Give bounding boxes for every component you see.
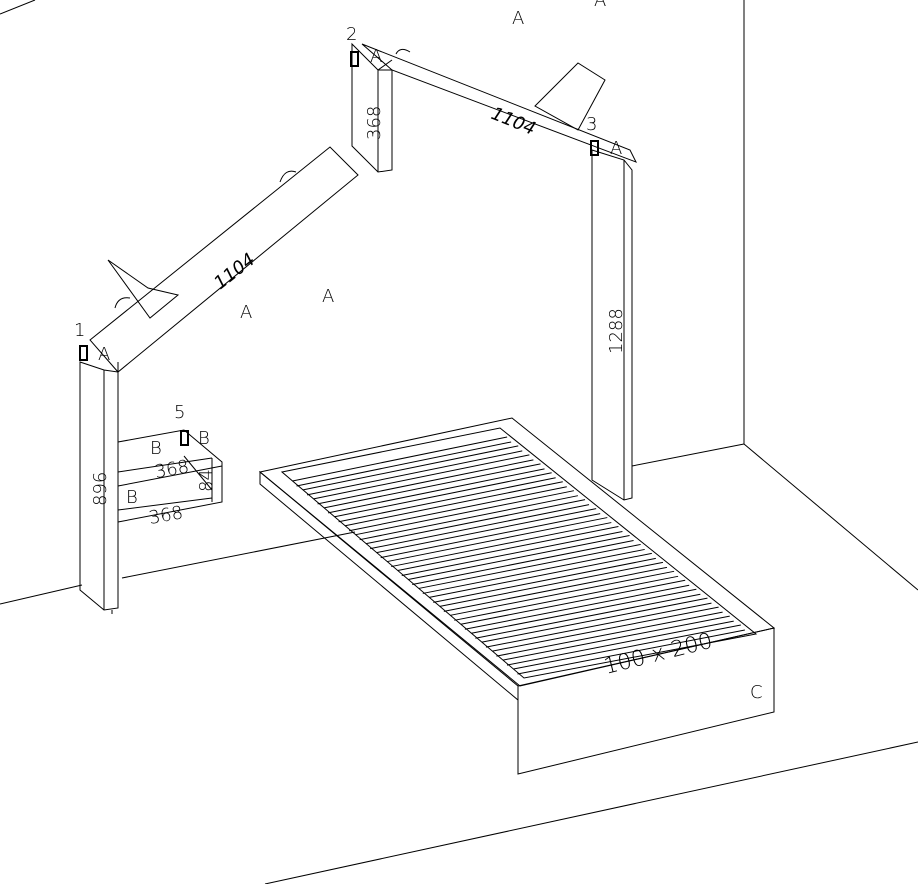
bed-slat-edge: [306, 450, 523, 496]
bed-slat-edge: [439, 561, 664, 607]
bed-slat-edge: [355, 490, 575, 536]
label-a: A: [240, 302, 252, 323]
bed-slat-edge: [517, 629, 745, 675]
connector-3: [590, 140, 599, 156]
bed-slat-edge: [380, 513, 601, 559]
label-a: A: [370, 46, 382, 67]
bed-slat-edge: [496, 611, 723, 657]
bed-slat-edge: [481, 597, 708, 643]
part-number-5: 5: [174, 402, 185, 423]
bed-slat-edge: [443, 566, 668, 612]
bed-slats: [292, 436, 745, 675]
bed-slat-edge: [359, 495, 579, 541]
bed-slat-edge: [292, 436, 508, 482]
bed-slat-edge: [492, 606, 719, 652]
bed-slat-edge: [302, 445, 519, 491]
bed-slat-edge: [345, 481, 563, 527]
bed-slat-edge: [391, 522, 612, 568]
label-a: A: [322, 286, 334, 307]
bed-slat-edge: [370, 504, 590, 550]
label-b: B: [198, 428, 210, 449]
bed-slat-edge: [418, 543, 641, 589]
label-a: A: [98, 344, 110, 365]
dimension-short-post: 368: [364, 106, 385, 140]
bed-slat-edge: [450, 570, 675, 616]
bed-slat-edge: [433, 557, 656, 603]
shelf: [117, 429, 223, 523]
bed-slat-edge: [327, 468, 545, 514]
label-a: A: [512, 8, 524, 29]
dimension-shelf-bottom: 368: [147, 502, 184, 529]
dimension-shelf-top: 368: [153, 456, 190, 483]
part-number-2: 2: [346, 24, 357, 45]
bed-slat-edge: [317, 459, 534, 505]
bed-slat-edge: [323, 463, 541, 509]
connector-1: [79, 345, 88, 361]
left-post: [79, 361, 119, 614]
bed-slat-edge: [376, 508, 597, 554]
dimension-bed-size: 100 x 200: [601, 629, 715, 680]
bed-slat-edge: [429, 552, 652, 598]
top-beam: [361, 43, 638, 163]
dimension-left-post: 896: [90, 472, 111, 506]
label-a: A: [594, 0, 606, 11]
part-number-3: 3: [586, 114, 597, 135]
bed-slat-edge: [338, 477, 556, 523]
bed-slat-edge: [460, 579, 686, 625]
dimension-top-beam: 1104: [488, 103, 538, 140]
bed-slat-edge: [485, 602, 712, 648]
connector-2: [350, 51, 359, 67]
bed-slat-edge: [454, 575, 679, 621]
dimension-right-post: 1288: [606, 308, 627, 354]
bed-slat-edge: [334, 472, 552, 518]
bed-slat-edge: [422, 548, 645, 594]
bed-slat-edge: [397, 526, 619, 572]
connector-5: [180, 430, 189, 446]
bed-slat-edge: [296, 441, 512, 487]
bed-slat-edge: [506, 620, 734, 666]
bed-slat-edge: [412, 539, 634, 585]
label-a: A: [610, 138, 622, 159]
label-b: B: [150, 438, 162, 459]
bed-slat-edge: [313, 454, 530, 500]
right-post: [591, 149, 633, 501]
dimension-shelf-depth: 84: [196, 469, 217, 492]
bed-slat-edge: [387, 517, 608, 563]
left-beam: [89, 146, 359, 373]
bed-slat-edge: [513, 624, 741, 670]
bed-slat-edge: [502, 615, 730, 661]
bed-slat-edge: [408, 534, 630, 580]
label-c: C: [750, 682, 763, 703]
part-number-1: 1: [74, 320, 85, 341]
bed-slat-edge: [475, 593, 701, 639]
bed-slat-edge: [471, 588, 697, 634]
bed-slat-edge: [401, 531, 623, 577]
bed-slat-edge: [464, 584, 690, 630]
bed-slat-edge: [349, 486, 567, 532]
bed-slat-edge: [366, 499, 586, 545]
label-b: B: [126, 487, 138, 508]
bed-frame: [258, 417, 776, 775]
dimension-left-beam: 1104: [210, 249, 259, 294]
